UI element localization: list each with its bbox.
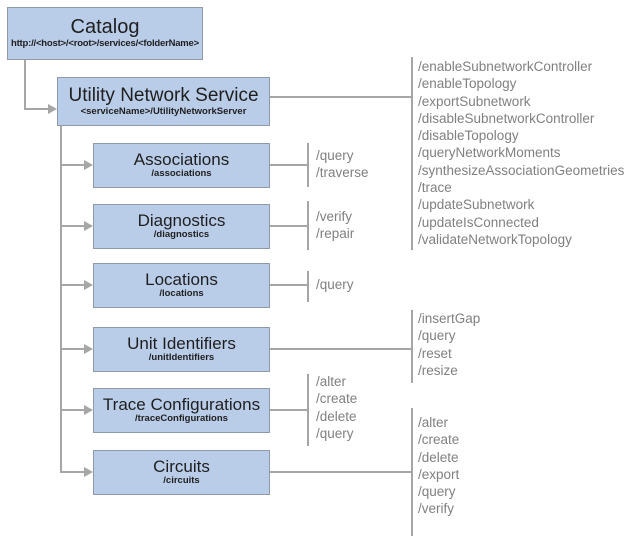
endpoint-bar-trace-configurations bbox=[307, 374, 309, 446]
connector-circuits-endpoints bbox=[270, 471, 411, 473]
endpoint-bar-associations bbox=[307, 143, 309, 187]
endpoint-item: /alter bbox=[316, 374, 347, 389]
connector-branch-associations bbox=[60, 164, 85, 166]
node-unit-identifiers: Unit Identifiers /unitIdentifiers bbox=[93, 327, 270, 372]
endpoint-item: /reset bbox=[418, 345, 452, 361]
node-locations-title: Locations bbox=[145, 269, 218, 289]
endpoint-bar-service bbox=[411, 57, 413, 250]
endpoint-item: /enableTopology bbox=[418, 76, 517, 92]
endpoint-bar-diagnostics bbox=[307, 201, 309, 250]
endpoint-list-circuits: /alter/create/delete/export/query/verify bbox=[418, 414, 459, 518]
node-unit-identifiers-path: /unitIdentifiers bbox=[148, 352, 215, 364]
endpoint-list-associations: /query/traverse bbox=[316, 147, 369, 182]
connector-branch-diagnostics bbox=[60, 225, 85, 227]
endpoint-item: /query bbox=[418, 484, 456, 500]
arrowhead-trace-configurations bbox=[84, 404, 93, 415]
connector-trace-configurations-endpoints bbox=[270, 409, 307, 411]
connector-diagnostics-endpoints bbox=[270, 225, 307, 227]
endpoint-item: /traverse bbox=[316, 165, 369, 181]
endpoint-item: /disableSubnetworkController bbox=[418, 110, 595, 126]
node-associations: Associations /associations bbox=[93, 143, 270, 188]
endpoint-bar-locations bbox=[307, 271, 309, 302]
endpoint-item: /create bbox=[316, 391, 358, 407]
node-locations: Locations /locations bbox=[93, 263, 270, 308]
endpoint-item: /verify bbox=[316, 209, 353, 224]
endpoint-item: /verify bbox=[418, 501, 455, 517]
endpoint-item: /queryNetworkMoments bbox=[418, 145, 561, 161]
node-utility-network-service-title: Utility Network Service bbox=[68, 84, 259, 106]
endpoint-item: /synthesizeAssociationGeometries bbox=[418, 162, 625, 178]
connector-locations-endpoints bbox=[270, 284, 307, 286]
connector-catalog-trunk bbox=[24, 60, 26, 110]
node-diagnostics-path: /diagnostics bbox=[153, 229, 210, 241]
endpoint-item: /delete bbox=[316, 408, 357, 424]
endpoint-list-diagnostics: /verify/repair bbox=[316, 208, 354, 243]
connector-branch-trace-configurations bbox=[60, 409, 85, 411]
arrowhead-locations bbox=[84, 279, 93, 290]
connector-catalog-branch bbox=[24, 108, 48, 110]
node-utility-network-service-path: <serviceName>/UtilityNetworkServer bbox=[80, 105, 247, 117]
endpoint-item: /trace bbox=[418, 180, 452, 196]
connector-branch-unit-identifiers bbox=[60, 348, 85, 350]
endpoint-item: /disableTopology bbox=[418, 128, 519, 144]
endpoint-list-unit-identifiers: /insertGap/query/reset/resize bbox=[418, 310, 480, 379]
endpoint-bar-unit-identifiers bbox=[411, 310, 413, 383]
endpoint-item: /query bbox=[316, 425, 354, 441]
endpoint-item: /query bbox=[316, 148, 354, 163]
endpoint-item: /insertGap bbox=[418, 311, 481, 326]
node-catalog-url: http://<host>/<root>/services/<folderNam… bbox=[10, 38, 199, 50]
arrowhead-unit-identifiers bbox=[84, 343, 93, 354]
node-unit-identifiers-title: Unit Identifiers bbox=[127, 333, 236, 353]
node-circuits-title: Circuits bbox=[153, 456, 210, 476]
endpoint-item: /enableSubnetworkController bbox=[418, 59, 593, 74]
connector-associations-endpoints bbox=[270, 164, 307, 166]
endpoint-item: /create bbox=[418, 432, 460, 448]
node-circuits-path: /circuits bbox=[163, 475, 200, 487]
node-associations-path: /associations bbox=[151, 168, 212, 180]
endpoint-list-locations: /query bbox=[316, 276, 354, 293]
node-trace-configurations-path: /traceConfigurations bbox=[135, 413, 228, 425]
endpoint-item: /query bbox=[316, 277, 354, 292]
endpoint-item: /export bbox=[418, 466, 460, 482]
node-catalog-title: Catalog bbox=[70, 16, 140, 39]
connector-service-trunk bbox=[60, 126, 62, 473]
endpoint-item: /alter bbox=[418, 415, 449, 430]
node-locations-path: /locations bbox=[159, 288, 204, 300]
endpoint-list-service: /enableSubnetworkController/enableTopolo… bbox=[418, 58, 624, 248]
endpoint-item: /updateIsConnected bbox=[418, 214, 539, 230]
connector-unit-identifiers-endpoints bbox=[270, 348, 411, 350]
endpoint-item: /updateSubnetwork bbox=[418, 197, 535, 213]
endpoint-item: /repair bbox=[316, 226, 355, 242]
node-diagnostics-title: Diagnostics bbox=[137, 210, 226, 230]
endpoint-item: /query bbox=[418, 328, 456, 344]
node-catalog: Catalog http://<host>/<root>/services/<f… bbox=[7, 7, 203, 60]
node-circuits: Circuits /circuits bbox=[93, 450, 270, 495]
connector-branch-locations bbox=[60, 284, 85, 286]
endpoint-item: /delete bbox=[418, 449, 459, 465]
arrowhead-circuits bbox=[84, 466, 93, 477]
node-associations-title: Associations bbox=[133, 149, 230, 169]
arrowhead-associations bbox=[84, 159, 93, 170]
node-trace-configurations: Trace Configurations /traceConfiguration… bbox=[93, 388, 270, 433]
endpoint-item: /exportSubnetwork bbox=[418, 93, 531, 109]
connector-service-endpoints bbox=[270, 96, 411, 98]
node-diagnostics: Diagnostics /diagnostics bbox=[93, 204, 270, 249]
endpoint-list-trace-configurations: /alter/create/delete/query bbox=[316, 373, 357, 442]
endpoint-bar-circuits bbox=[411, 408, 413, 536]
endpoint-item: /resize bbox=[418, 362, 458, 378]
node-utility-network-service: Utility Network Service <serviceName>/Ut… bbox=[57, 77, 270, 126]
endpoint-item: /validateNetworkTopology bbox=[418, 231, 572, 247]
node-trace-configurations-title: Trace Configurations bbox=[102, 394, 261, 414]
arrowhead-diagnostics bbox=[84, 220, 93, 231]
arrowhead-service bbox=[48, 103, 57, 114]
connector-branch-circuits bbox=[60, 471, 85, 473]
